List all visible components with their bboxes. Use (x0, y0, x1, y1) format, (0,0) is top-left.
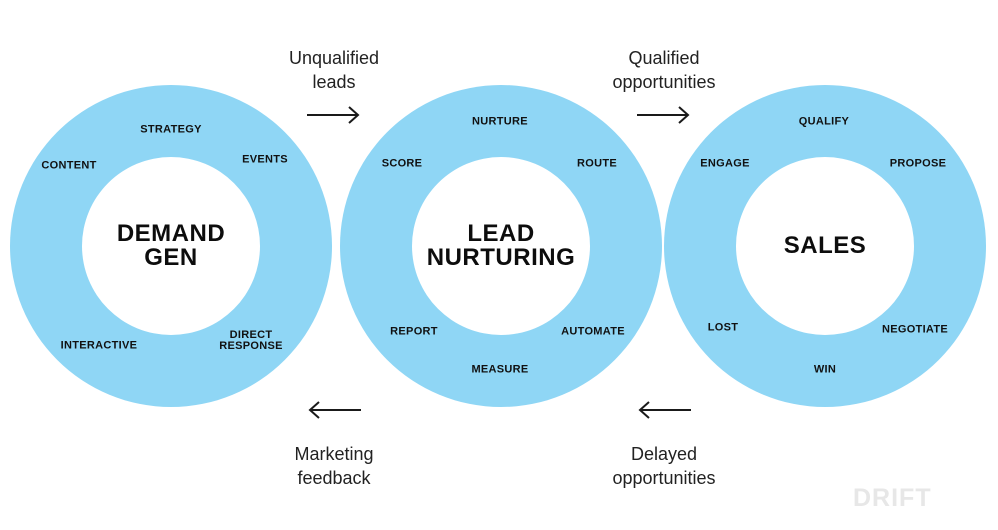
demand-gen-title-line-2: GEN (144, 244, 198, 271)
lead-nurturing-ring: LEAD NURTURING (340, 85, 662, 407)
stage-report: REPORT (390, 325, 438, 338)
demand-gen-title-line-1: DEMAND (116, 220, 226, 247)
stage-direct-response-line-2: RESPONSE (219, 340, 283, 352)
stage-propose: PROPOSE (889, 157, 947, 170)
stage-interactive: INTERACTIVE (60, 339, 138, 352)
stage-negotiate: NEGOTIATE (881, 323, 949, 336)
drift-logo: DRIFT (853, 484, 932, 512)
flow-label-marketing-feedback: Marketing feedback (294, 444, 374, 488)
stage-lost: LOST (707, 321, 739, 334)
flow-label-delayed-opportunities: Delayed opportunities (612, 444, 716, 488)
lead-nurturing-center: LEAD NURTURING (412, 157, 590, 335)
flow-label-qualified-opportunities: Qualified opportunities (612, 48, 716, 92)
demand-gen-center: DEMAND GEN (82, 157, 260, 335)
stage-events: EVENTS (242, 153, 288, 166)
stage-measure: MEASURE (471, 363, 529, 376)
lead-nurturing-title-line-2: NURTURING (426, 244, 576, 271)
stage-strategy: STRATEGY (140, 123, 202, 136)
sales-ring: SALES (664, 85, 986, 407)
stage-direct-response-line-1: DIRECT (229, 329, 273, 341)
arrow-left-icon (308, 401, 361, 419)
lead-nurturing-title-line-1: LEAD (467, 220, 535, 247)
arrow-right-icon (307, 106, 360, 124)
sales-center: SALES (736, 157, 914, 335)
stage-automate: AUTOMATE (561, 325, 625, 338)
stage-route: ROUTE (577, 157, 617, 170)
demand-gen-ring: DEMAND GEN (10, 85, 332, 407)
stage-direct-response: DIRECT RESPONSE (219, 330, 283, 352)
stage-nurture: NURTURE (472, 115, 528, 128)
stage-content: CONTENT (41, 159, 97, 172)
flow-label-unqualified-leads: Unqualified leads (288, 48, 380, 92)
sales-title: SALES (783, 232, 867, 259)
stage-win: WIN (813, 363, 837, 376)
stage-qualify: QUALIFY (798, 115, 850, 128)
stage-score: SCORE (381, 157, 423, 170)
arrow-left-icon (638, 401, 691, 419)
stage-engage: ENGAGE (700, 157, 750, 170)
arrow-right-icon (637, 106, 690, 124)
